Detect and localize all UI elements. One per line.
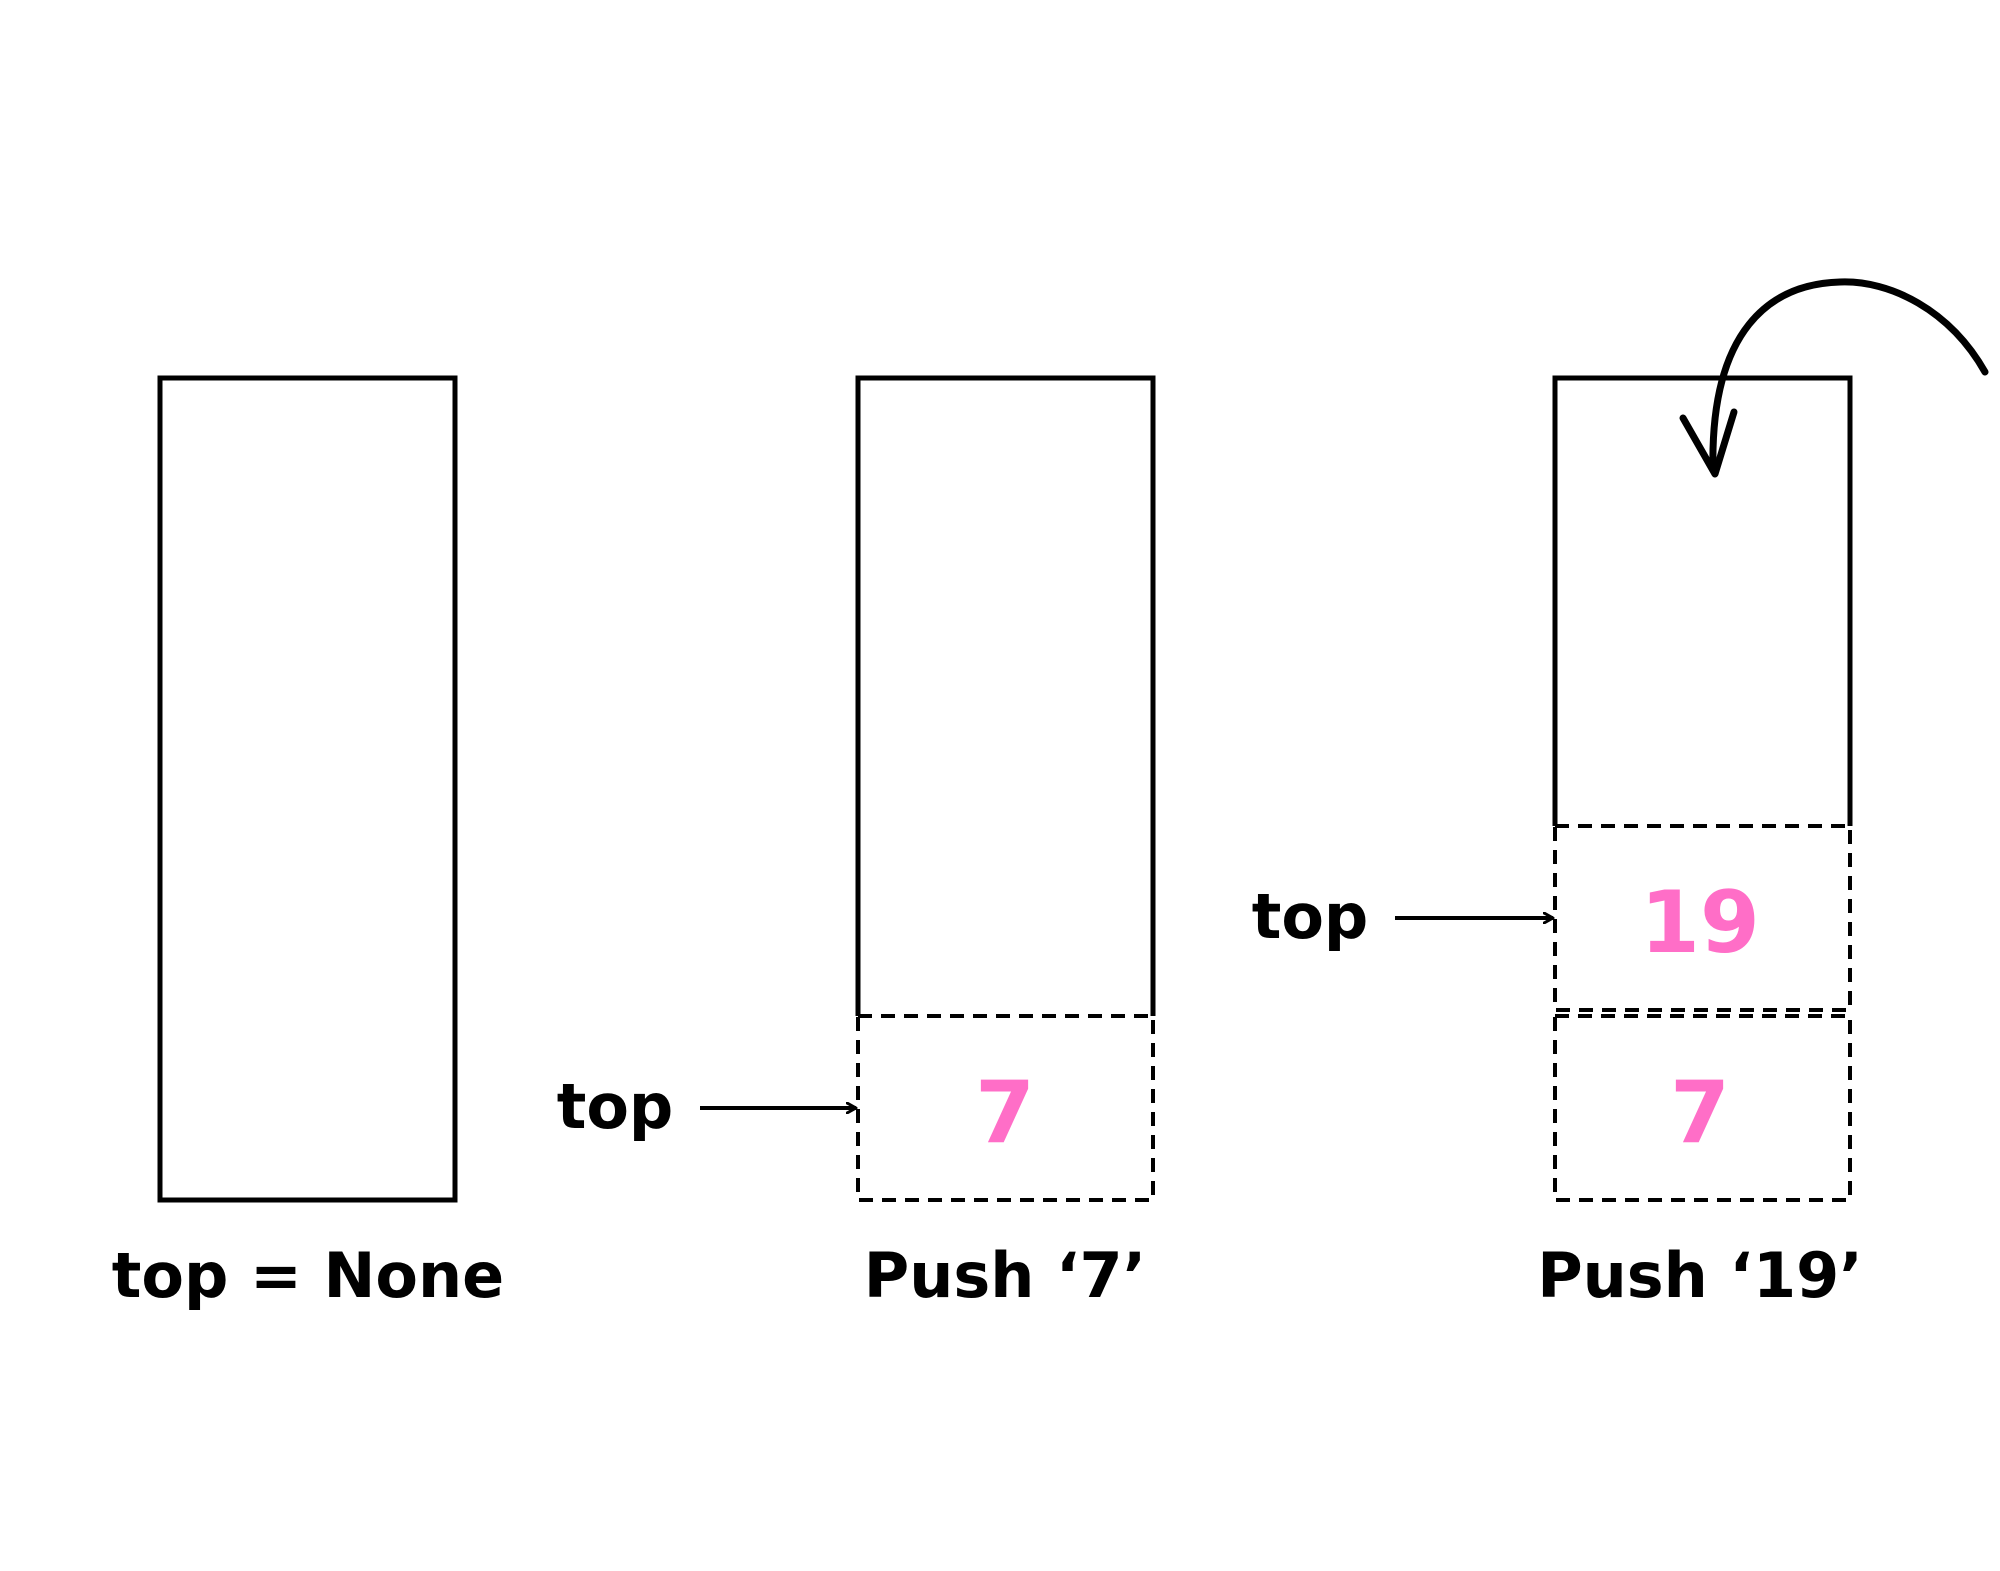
stack-caption: top = None [112, 1239, 504, 1312]
stack-container [1552, 375, 1853, 826]
stack-push-19: 19 7 top Push ‘19’ [1252, 278, 1989, 1312]
stack-cell-value: 7 [1670, 1063, 1730, 1163]
stack-caption: Push ‘19’ [1537, 1239, 1863, 1312]
top-pointer-label: top [1252, 880, 1369, 953]
stack-push-7: 7 top Push ‘7’ [557, 375, 1156, 1312]
stack-cell-value: 7 [975, 1063, 1035, 1163]
push-arrowhead-icon [1679, 408, 1738, 478]
stack-cell [1553, 1014, 1852, 1202]
stack-caption: Push ‘7’ [864, 1239, 1146, 1312]
stack-cell [1553, 824, 1852, 1012]
top-pointer-label: top [557, 1070, 674, 1143]
push-curved-arrow [1709, 278, 1989, 474]
stack-empty: top = None [112, 375, 504, 1312]
stack-cell-value: 19 [1640, 873, 1760, 973]
stack-cell [856, 1014, 1155, 1202]
stack-container [157, 375, 458, 1203]
stack-container [855, 375, 1156, 1016]
